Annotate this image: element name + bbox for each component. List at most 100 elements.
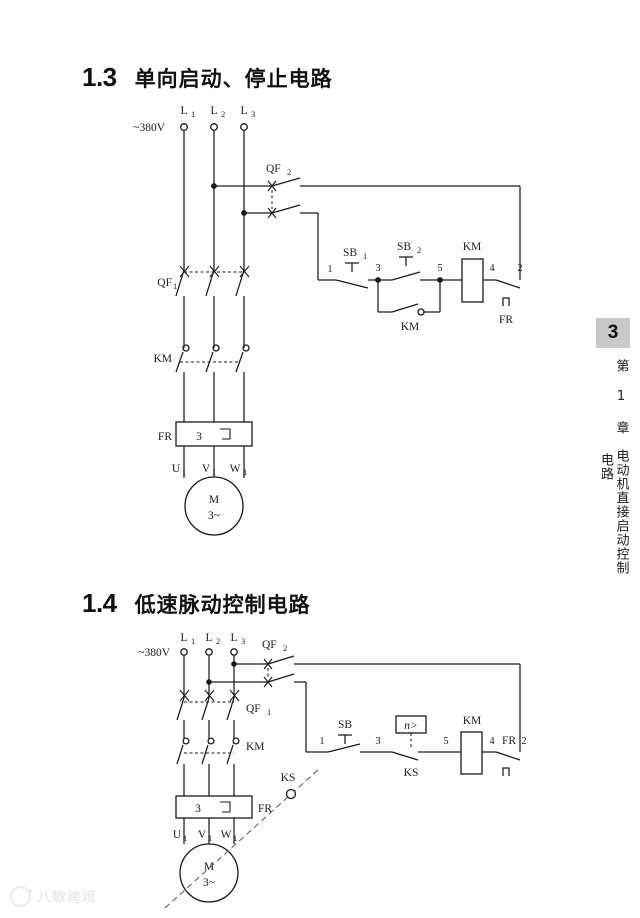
contactor2-coil-symbol bbox=[460, 731, 483, 775]
motor2-phase-label: 3~ bbox=[203, 877, 215, 889]
phase-label-l3: L bbox=[240, 105, 247, 117]
control-node-3: 3 bbox=[375, 263, 380, 274]
km2-p3-blade bbox=[226, 744, 234, 765]
ks-contact-label: KS bbox=[404, 767, 419, 779]
holding-contact-blade bbox=[391, 303, 419, 313]
control-node-2: 2 bbox=[517, 263, 522, 274]
control-node-5: 5 bbox=[437, 263, 442, 274]
speed-relay-device-icon bbox=[285, 788, 297, 800]
terminal-l2-icon bbox=[210, 123, 218, 131]
km2-p3-terminal-icon bbox=[232, 737, 240, 745]
overload-heater-icon bbox=[220, 428, 231, 440]
motor-terminal-w: W bbox=[230, 463, 241, 475]
fr2-contact-blade bbox=[495, 751, 521, 761]
speed-relay-shaft-link bbox=[164, 767, 321, 909]
qf2-pole1-trip-icon bbox=[267, 180, 277, 192]
supply-voltage-label-2: ~380V bbox=[138, 647, 170, 659]
speed-relay-device-label: KS bbox=[281, 772, 296, 784]
motor2-symbol bbox=[179, 843, 239, 903]
fr-contact-blade bbox=[495, 279, 521, 289]
control2-node-4: 4 bbox=[489, 736, 495, 747]
sb2-blade bbox=[391, 271, 421, 281]
overload-relay-label: FR bbox=[158, 431, 172, 443]
breaker-qf2-label: QF bbox=[266, 163, 281, 175]
watermark: 八敏跨境 bbox=[10, 886, 97, 907]
overload2-heater-icon bbox=[220, 801, 231, 813]
phase-label-l2: L bbox=[210, 105, 217, 117]
control2-node-2: 2 bbox=[521, 736, 526, 747]
motor-terminal-v-sub: 1 bbox=[212, 467, 216, 477]
phase2-label-l1: L bbox=[180, 632, 187, 644]
phase-sub-l2: 2 bbox=[221, 109, 225, 119]
qf1b-p2-trip-icon bbox=[204, 689, 215, 702]
section-heading-1-4: 1.4 低速脉动控制电路 bbox=[82, 588, 311, 619]
phase-sub-l1: 1 bbox=[191, 109, 195, 119]
motor-terminal-w-sub: 1 bbox=[243, 467, 247, 477]
overload-relay2-symbol bbox=[175, 795, 253, 819]
overload-relay-poles: 3 bbox=[196, 431, 202, 443]
page-number-badge: 3 bbox=[596, 318, 630, 348]
coil2-label: KM bbox=[463, 715, 482, 727]
qf1b-p3-blade bbox=[226, 697, 235, 721]
phase2-sub-l2: 2 bbox=[216, 636, 220, 646]
start-button-sub: 2 bbox=[417, 245, 421, 255]
qf1-p3-trip-icon bbox=[239, 265, 250, 278]
stop-button-label: SB bbox=[343, 247, 357, 259]
watermark-text: 八敏跨境 bbox=[37, 889, 97, 906]
section-heading-1-3: 1.3 单向启动、停止电路 bbox=[82, 62, 333, 93]
circuit-diagram-1-3: L 1 L 2 L 3 ~380V QF 2 bbox=[0, 100, 600, 570]
section-number: 1.3 bbox=[82, 62, 117, 92]
qf2b-pole1-blade bbox=[267, 655, 295, 665]
control-node-4: 4 bbox=[489, 263, 495, 274]
control-node-1: 1 bbox=[327, 264, 332, 275]
breaker-qf1-sub: 1 bbox=[173, 281, 177, 291]
km-p3-blade bbox=[235, 351, 244, 373]
motor-label: M bbox=[209, 494, 219, 506]
motor-phase-label: 3~ bbox=[208, 510, 220, 522]
qf2b-pole2-trip-icon bbox=[263, 676, 273, 688]
qf2-pole2-trip-icon bbox=[267, 207, 277, 219]
motor-terminal-u-sub: 1 bbox=[182, 467, 186, 477]
breaker2-qf2-label: QF bbox=[262, 639, 277, 651]
holding-contact-terminal-icon bbox=[417, 308, 425, 316]
motor2-terminal-v-sub: 1 bbox=[208, 833, 212, 843]
section-title: 单向启动、停止电路 bbox=[134, 67, 333, 91]
km2-p2-terminal-icon bbox=[207, 737, 215, 745]
motor2-terminal-w-sub: 1 bbox=[233, 833, 237, 843]
km2-p2-blade bbox=[201, 744, 209, 765]
km-p1-blade bbox=[175, 351, 184, 373]
phase2-label-l2: L bbox=[205, 632, 212, 644]
watermark-logo-icon bbox=[10, 886, 32, 907]
breaker2-qf2-sub: 2 bbox=[283, 643, 287, 653]
sb-blade bbox=[327, 743, 361, 753]
qf1b-p3-trip-icon bbox=[229, 689, 240, 702]
sb1-blade bbox=[335, 279, 369, 289]
chapter-side-tab: 3 第 1 章 电动机直接启动控制电路 bbox=[596, 318, 630, 579]
terminal2-l3-icon bbox=[230, 648, 238, 656]
terminal2-l1-icon bbox=[180, 648, 188, 656]
terminal2-l2-icon bbox=[205, 648, 213, 656]
contactor-coil-symbol bbox=[461, 258, 484, 303]
section-title-2: 低速脉动控制电路 bbox=[134, 593, 311, 617]
control2-node-3: 3 bbox=[375, 736, 380, 747]
ks-contact-blade bbox=[391, 751, 419, 761]
overload-relay-symbol bbox=[175, 421, 253, 447]
phase2-sub-l1: 1 bbox=[191, 636, 195, 646]
fr-contact-label: FR bbox=[499, 314, 513, 326]
km2-p1-terminal-icon bbox=[182, 737, 190, 745]
breaker2-qf1-label: QF bbox=[246, 703, 261, 715]
breaker-qf2-sub: 2 bbox=[287, 167, 291, 177]
main-contactor-label: KM bbox=[153, 353, 172, 365]
motor-terminal-u: U bbox=[172, 463, 181, 475]
km2-p1-blade bbox=[176, 744, 184, 765]
fr2-thermal-icon bbox=[502, 767, 510, 776]
qf1b-p1-trip-icon bbox=[179, 689, 190, 702]
motor-symbol bbox=[184, 476, 244, 536]
main-contactor2-label: KM bbox=[246, 741, 265, 753]
overload-relay2-poles: 3 bbox=[195, 803, 201, 815]
fr2-contact-label: FR bbox=[502, 735, 516, 747]
motor-terminal-v: V bbox=[202, 463, 211, 475]
start-button-label: SB bbox=[397, 241, 411, 253]
breaker-qf1-label: QF bbox=[157, 277, 172, 289]
